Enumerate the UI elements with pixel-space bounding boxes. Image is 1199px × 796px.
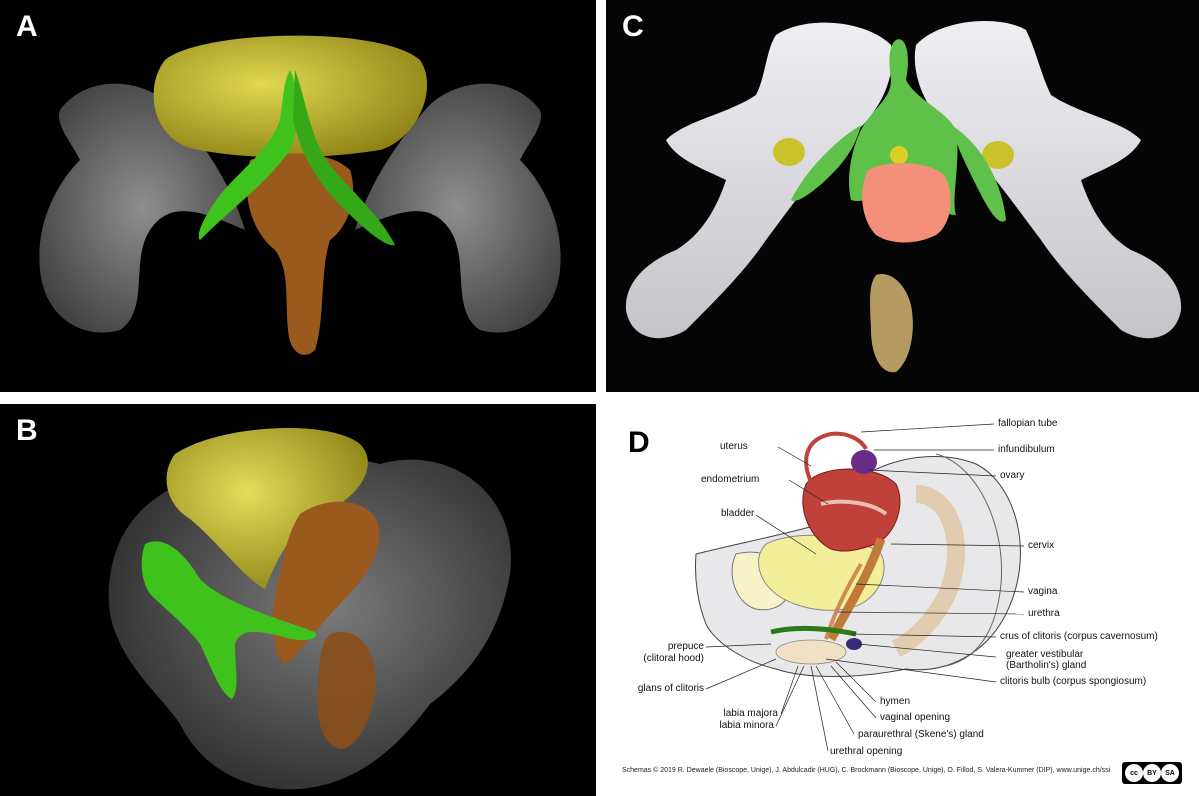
panel-c-3d-print-photo: C (606, 0, 1199, 392)
label-vaginal-opening: vaginal opening (880, 712, 951, 723)
panel-c-model (625, 21, 1182, 373)
cc-license-badge[interactable]: cc BY SA (1122, 762, 1182, 784)
model-yellow-left (773, 138, 805, 166)
label-hymen: hymen (880, 696, 911, 707)
model-gold-structure (870, 274, 913, 373)
bartholin-gland (846, 638, 862, 650)
label-labia-majora: labia majora (723, 708, 778, 719)
cc-icon: cc (1125, 764, 1143, 782)
model-yellow-center (890, 146, 908, 164)
endometrium (820, 499, 888, 516)
model-green-crus-right (951, 125, 1006, 222)
label-cervix: cervix (1028, 540, 1055, 551)
model-yellow-right (982, 141, 1014, 169)
clitoris-bulb (775, 639, 847, 665)
clitoris-crus (770, 625, 857, 637)
model-salmon-structure (862, 163, 951, 243)
label-prepuce-1: prepuce (667, 641, 704, 652)
label-greater-vestibular-1: greater vestibular (1006, 649, 1084, 660)
green-structure-right (293, 70, 395, 246)
panel-b-render (108, 427, 511, 790)
label-uterus: uterus (720, 441, 748, 452)
label-fallopian-tube: fallopian tube (998, 418, 1058, 429)
label-clitoris-bulb: clitoris bulb (corpus spongiosum) (1000, 676, 1147, 687)
ovary (851, 450, 877, 474)
label-crus-of-clitoris: crus of clitoris (corpus cavernosum) (1000, 631, 1158, 642)
label-urethral-opening: urethral opening (830, 746, 903, 757)
credits-text: Schemas © 2019 R. Dewaele (Bioscope, Uni… (622, 767, 1111, 774)
brown-structure (246, 153, 354, 355)
panel-letter-c: C (622, 10, 644, 43)
green-structure-left (198, 70, 298, 240)
fallopian-tube (804, 431, 868, 483)
brown-structure-lower (317, 632, 376, 749)
panel-a-render (39, 35, 561, 355)
label-urethra: urethra (1028, 608, 1060, 619)
sacrum (935, 453, 1003, 667)
panel-b-3d-render: B (0, 404, 596, 796)
model-pelvis-right (914, 21, 1182, 339)
panel-letter-b: B (16, 414, 38, 447)
label-paraurethral-gland: paraurethral (Skene's) gland (858, 729, 984, 740)
sa-icon: SA (1161, 764, 1179, 782)
panel-letter-a: A (16, 10, 38, 43)
label-endometrium: endometrium (701, 474, 760, 485)
pelvic-bone-right (355, 83, 561, 333)
leader-lines (705, 423, 1025, 752)
label-prepuce-2: (clitoral hood) (643, 653, 704, 664)
label-glans-of-clitoris: glans of clitoris (637, 683, 704, 694)
label-infundibulum: infundibulum (998, 444, 1055, 455)
vagina (827, 537, 886, 642)
panel-letter-d: D (628, 426, 650, 459)
label-ovary: ovary (1000, 470, 1025, 481)
yellow-structure (166, 427, 368, 589)
brown-structure-upper (273, 501, 380, 664)
label-bladder: bladder (721, 508, 755, 519)
label-greater-vestibular-2: (Bartholin's) gland (1006, 660, 1087, 671)
panel-d-diagram (695, 423, 1025, 752)
model-pelvis-left (625, 22, 893, 339)
rectum (891, 485, 966, 658)
by-icon: BY (1143, 764, 1161, 782)
panel-d-anatomy-diagram: D fallopian tube uterus infundibulum ova… (606, 404, 1199, 796)
label-labia-minora: labia minora (719, 720, 774, 731)
label-vagina: vagina (1028, 586, 1058, 597)
panel-a-3d-render: A (0, 0, 596, 392)
green-structure (141, 541, 316, 699)
model-green-crus-left (791, 125, 861, 201)
